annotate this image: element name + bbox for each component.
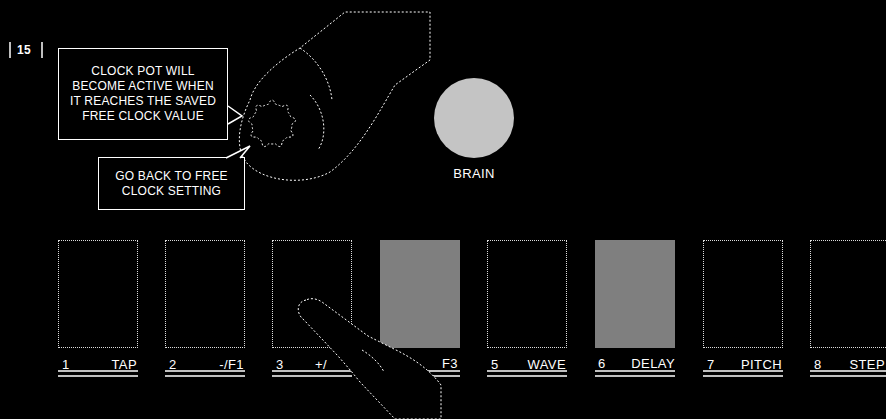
- function-button: 7PITCH: [703, 240, 783, 348]
- pressing-hand: [298, 299, 441, 419]
- function-button: F3: [380, 240, 460, 348]
- label-underline: [595, 375, 675, 377]
- knob-outline: [248, 100, 295, 147]
- function-button: 6DELAY: [595, 240, 675, 348]
- button-label: F3: [442, 356, 458, 371]
- button-number: 5: [491, 357, 499, 372]
- button-label: TAP: [111, 357, 137, 372]
- finger-line: [310, 95, 324, 150]
- label-underline: [272, 370, 352, 372]
- callout-box: CLOCK POT WILL BECOME ACTIVE WHEN IT REA…: [58, 48, 228, 140]
- function-button: 8STEP: [810, 240, 886, 348]
- knob-label: BRAIN: [414, 166, 534, 181]
- knuckle-line: [362, 350, 384, 372]
- callout-text: GO BACK TO FREE CLOCK SETTING: [105, 169, 238, 199]
- page-bracket: [9, 42, 11, 58]
- callout-tail: [226, 146, 250, 158]
- callout-text: CLOCK POT WILL BECOME ACTIVE WHEN IT REA…: [65, 64, 221, 124]
- function-button: 1TAP: [58, 240, 138, 348]
- hand-outline: [239, 12, 430, 180]
- button-number: 8: [814, 357, 822, 372]
- button-number: 6: [598, 356, 606, 371]
- knob-shape: [434, 78, 514, 158]
- button-label: -/F1: [219, 357, 244, 372]
- function-button: 2-/F1: [165, 240, 245, 348]
- button-label: +/: [315, 357, 327, 372]
- button-number: 3: [276, 357, 284, 372]
- page-bracket: [41, 42, 43, 58]
- label-underline: [810, 375, 886, 377]
- label-underline: [165, 375, 245, 377]
- label-underline: [272, 375, 352, 377]
- label-underline: [487, 375, 567, 377]
- knob-circle: [434, 78, 514, 158]
- page-number: 15: [17, 43, 31, 58]
- button-label: PITCH: [741, 357, 782, 372]
- button-number: 2: [169, 357, 177, 372]
- button-number: 7: [707, 357, 715, 372]
- button-label: WAVE: [528, 357, 566, 372]
- function-button: 3+/: [272, 240, 352, 348]
- callout-tail: [228, 106, 242, 124]
- button-label: STEP: [849, 357, 885, 372]
- button-number: 1: [62, 357, 70, 372]
- finger-line: [300, 48, 332, 100]
- function-button: 5WAVE: [487, 240, 567, 348]
- brain-knob: BRAIN: [434, 78, 514, 158]
- label-underline: [58, 375, 138, 377]
- button-label: DELAY: [631, 356, 675, 371]
- label-underline: [380, 375, 460, 377]
- callout-box: GO BACK TO FREE CLOCK SETTING: [98, 157, 245, 210]
- label-underline: [703, 375, 783, 377]
